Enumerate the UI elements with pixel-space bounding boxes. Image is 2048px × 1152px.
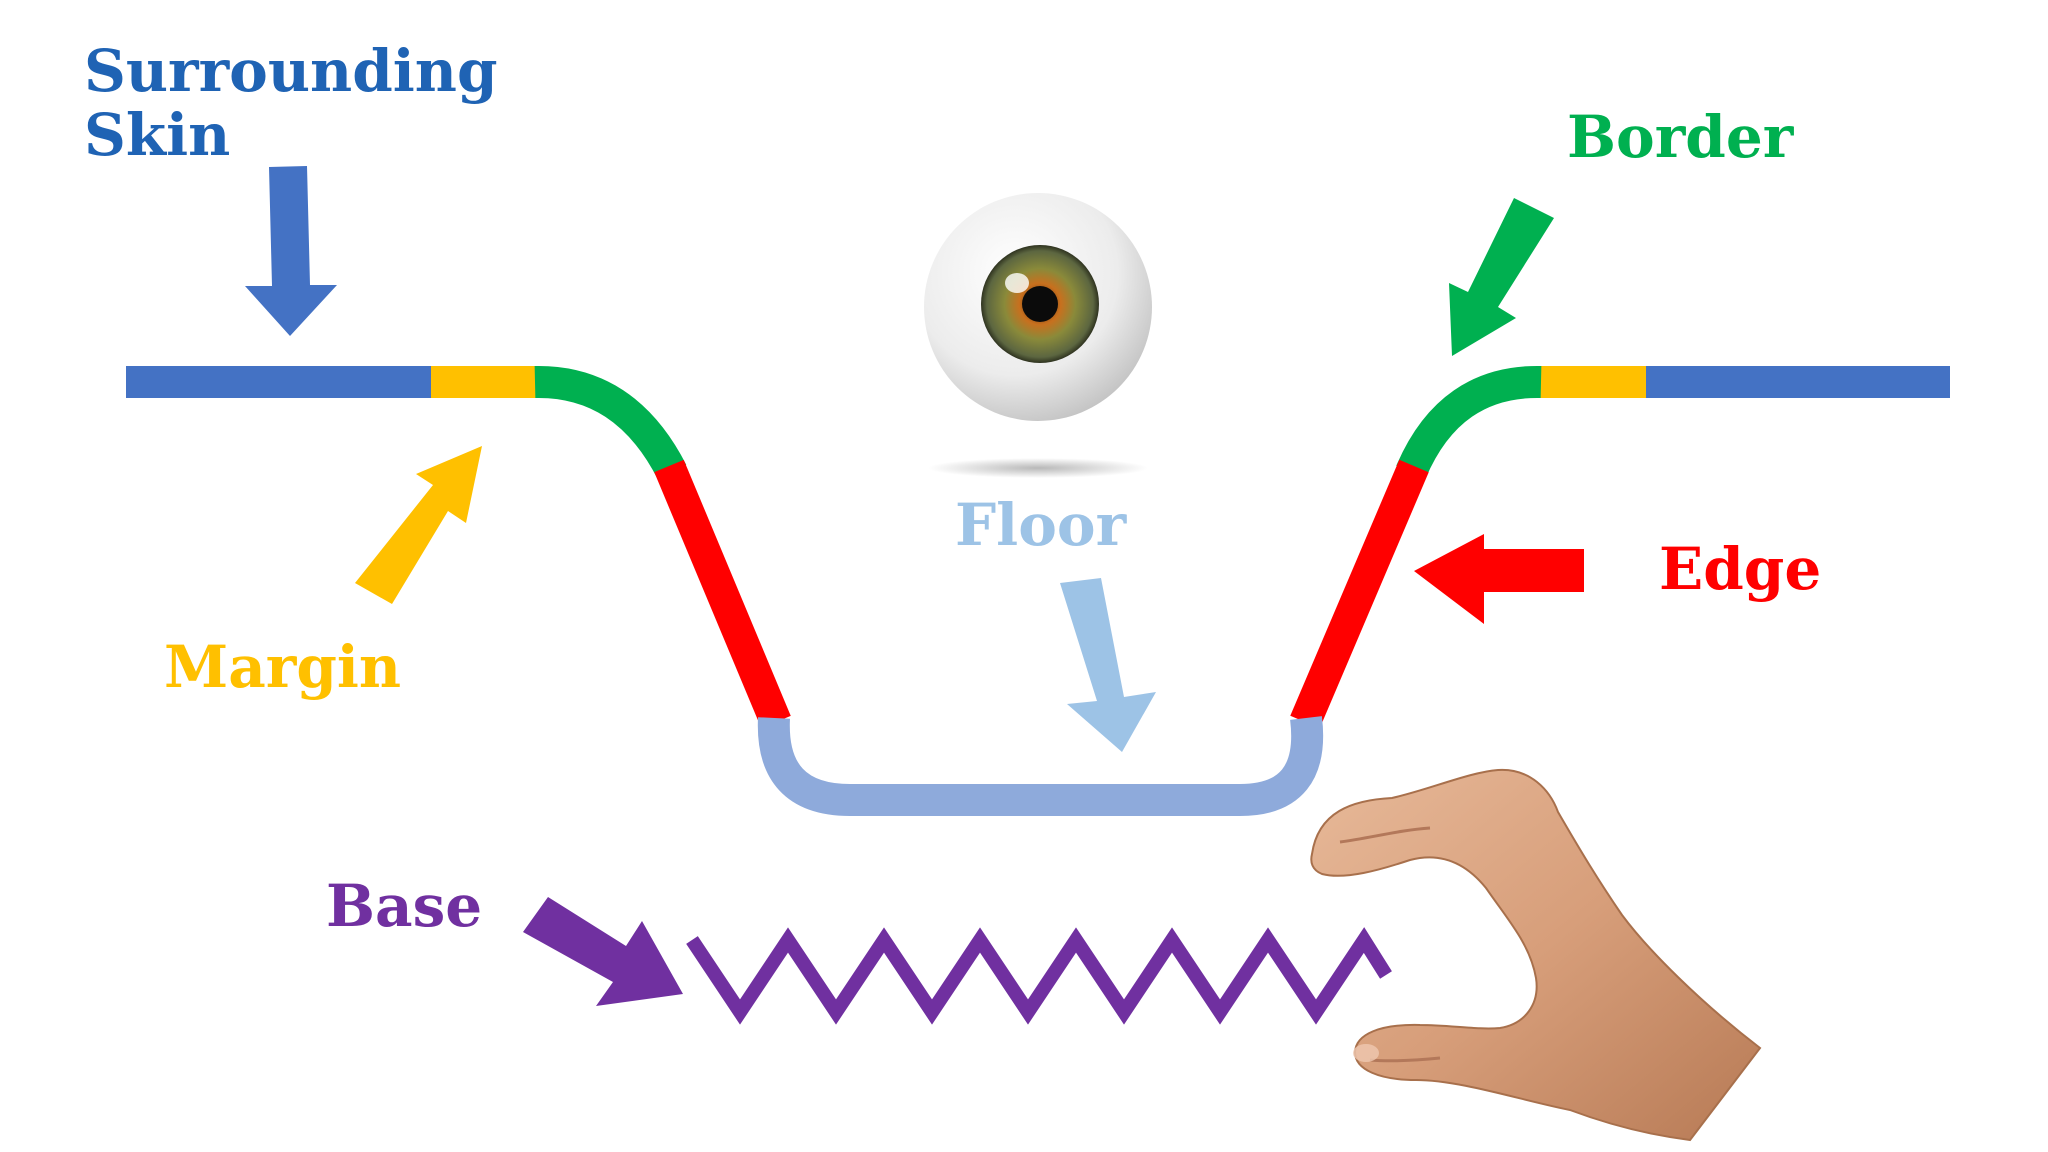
surrounding-skin-arrow [245, 166, 337, 336]
surrounding-skin-label-line2: Skin [84, 100, 231, 169]
surrounding-skin-label: Surrounding Skin [84, 37, 498, 169]
edge-segments [654, 459, 1429, 729]
eye-shadow [928, 458, 1148, 478]
border-left [534, 365, 687, 480]
border-arrow [1449, 198, 1554, 356]
edge-label: Edge [1659, 535, 1822, 603]
base-arrow [523, 897, 683, 1006]
base-zigzag [686, 927, 1392, 1025]
border-right [1396, 365, 1542, 479]
border-label: Border [1567, 103, 1794, 171]
edge-arrow [1414, 534, 1584, 624]
edge-right [1290, 459, 1429, 729]
hand-icon [1310, 768, 1762, 1142]
floor-label: Floor [955, 491, 1127, 559]
border-segments [534, 365, 1542, 480]
eye-icon [924, 193, 1152, 478]
edge-left [654, 459, 791, 729]
base-label: Base [326, 872, 483, 940]
margin-label: Margin [164, 633, 402, 701]
floor-arrow [1060, 578, 1156, 752]
margin-arrow [355, 446, 482, 604]
floor-segment [757, 716, 1324, 816]
surrounding-skin-label-line1: Surrounding [84, 37, 498, 105]
